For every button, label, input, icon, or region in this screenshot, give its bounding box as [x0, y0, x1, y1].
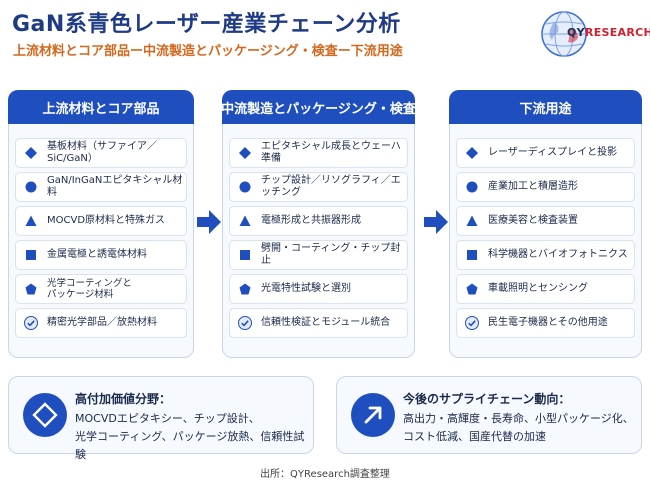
page-subtitle: 上流材料とコア部品ー中流製造とパッケージング・検査ー下流用途 [13, 44, 403, 59]
list-item: 民生電子機器とその他用途 [456, 308, 635, 338]
square-icon [238, 248, 252, 262]
list-item: 光電特性試験と選別 [229, 274, 408, 304]
list-item: 医療美容と検査装置 [456, 206, 635, 236]
item-list: 基板材料（サファイア／SiC/GaN） GaN/InGaNエピタキシャル材料 M… [15, 138, 187, 342]
diamond-outline-icon [23, 393, 67, 437]
item-list: レーザーディスプレイと投影 産業加工と積層造形 医療美容と検査装置 科学機器とバ… [456, 138, 635, 342]
square-icon [465, 248, 479, 262]
column-header: 下流用途 [449, 90, 642, 124]
list-item: 劈開・コーティング・チップ封止 [229, 240, 408, 270]
triangle-icon [24, 214, 38, 228]
column-midstream: 中流製造とパッケージング・検査 エピタキシャル成長とウェーハ準備 チップ設計／リ… [221, 90, 416, 358]
list-item: 基板材料（サファイア／SiC/GaN） [15, 138, 187, 168]
pentagon-icon [465, 282, 479, 296]
list-item: MOCVD原材料と特殊ガス [15, 206, 187, 236]
list-item: 産業加工と積層造形 [456, 172, 635, 202]
circle-icon [465, 180, 479, 194]
circle-icon [238, 180, 252, 194]
globe-icon [541, 11, 587, 57]
column-header: 中流製造とパッケージング・検査 [221, 90, 416, 124]
triangle-icon [238, 214, 252, 228]
page-title: GaN系青色レーザー産業チェーン分析 [12, 12, 401, 37]
diamond-icon [238, 146, 252, 160]
list-item: 光学コーティングと パッケージ材料 [15, 274, 187, 304]
list-item: エピタキシャル成長とウェーハ準備 [229, 138, 408, 168]
list-item: 科学機器とバイオフォトニクス [456, 240, 635, 270]
qyresearch-logo: QYRESEARCH [540, 8, 650, 60]
card-title: 今後のサプライチェーン動向： [403, 392, 571, 406]
pentagon-icon [238, 282, 252, 296]
source-note: 出所：QYResearch調査整理 [260, 469, 390, 480]
supply-trend-card: 今後のサプライチェーン動向： 高出力・高輝度・長寿命、小型パッケージ化、 コスト… [336, 376, 642, 454]
square-icon [24, 248, 38, 262]
list-item: チップ設計／リソグラフィ／エッチング [229, 172, 408, 202]
column-downstream: 下流用途 レーザーディスプレイと投影 産業加工と積層造形 医療美容と検査装置 科… [449, 90, 642, 358]
flow-arrow-icon [424, 210, 448, 234]
triangle-icon [465, 214, 479, 228]
circle-icon [24, 180, 38, 194]
list-item: 金属電極と誘電体材料 [15, 240, 187, 270]
list-item: 電極形成と共振器形成 [229, 206, 408, 236]
pentagon-icon [24, 282, 38, 296]
card-text: 高出力・高輝度・長寿命、小型パッケージ化、 コスト低減、国産代替の加速 [403, 412, 634, 443]
check-badge-icon [238, 316, 252, 330]
card-text: MOCVDエピタキシー、チップ設計、 光学コーティング、パッケージ放熱、信頼性試… [75, 412, 305, 461]
high-value-card: 高付加価値分野： MOCVDエピタキシー、チップ設計、 光学コーティング、パッケ… [8, 376, 314, 461]
list-item: 精密光学部品／放熱材料 [15, 308, 187, 338]
list-item: レーザーディスプレイと投影 [456, 138, 635, 168]
check-badge-icon [465, 316, 479, 330]
check-badge-icon [24, 316, 38, 330]
column-upstream: 上流材料とコア部品 基板材料（サファイア／SiC/GaN） GaN/InGaNエ… [8, 90, 194, 358]
list-item: GaN/InGaNエピタキシャル材料 [15, 172, 187, 202]
column-header: 上流材料とコア部品 [8, 90, 194, 124]
item-list: エピタキシャル成長とウェーハ準備 チップ設計／リソグラフィ／エッチング 電極形成… [229, 138, 408, 342]
card-title: 高付加価値分野： [75, 392, 172, 406]
list-item: 車載照明とセンシング [456, 274, 635, 304]
logo-wordmark: QYRESEARCH [567, 26, 650, 39]
diamond-icon [465, 146, 479, 160]
flow-arrow-icon [197, 210, 221, 234]
diamond-icon [24, 146, 38, 160]
trend-arrow-icon [351, 393, 395, 437]
list-item: 信頼性検証とモジュール統合 [229, 308, 408, 338]
